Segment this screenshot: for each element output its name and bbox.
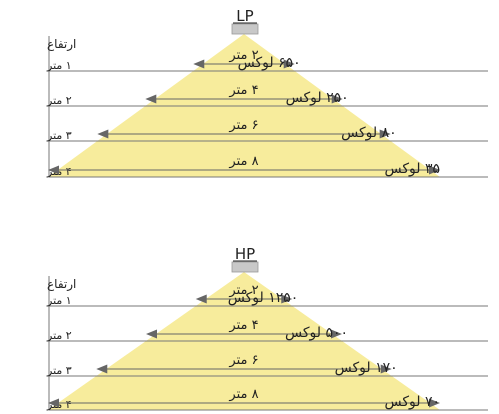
arrowhead-icon: [96, 364, 108, 374]
width-label: ۶ متر: [228, 353, 258, 368]
arrowhead-icon: [429, 165, 440, 175]
lux-label: ۱۷۰ لوکس: [335, 360, 398, 376]
arrowhead-icon: [145, 94, 157, 104]
arrowhead-icon: [146, 329, 157, 339]
height-label: ۱ متر: [46, 294, 72, 307]
arrowhead-icon: [48, 165, 59, 175]
lamp-icon: [231, 23, 259, 35]
lux-label: ۱۲۵۰ لوکس: [228, 290, 299, 306]
lux-label: ۵۰۰ لوکس: [285, 325, 348, 341]
width-label: ۴ متر: [228, 83, 258, 98]
height-title: ارتفاع: [47, 37, 76, 52]
arrowhead-icon: [429, 398, 440, 408]
height-label: ۳ متر: [46, 364, 72, 377]
height-label: ۲ متر: [46, 329, 72, 342]
lux-label: ۶۵۰ لوکس: [238, 55, 301, 71]
arrowhead-icon: [281, 294, 293, 304]
lux-label: ۲۵۰ لوکس: [286, 90, 349, 106]
arrowhead-icon: [331, 94, 343, 104]
arrowhead-icon: [331, 329, 342, 339]
lux-label: ۸۰ لوکس: [341, 125, 397, 141]
arrowhead-icon: [283, 59, 295, 69]
height-label: ۳ متر: [46, 129, 72, 142]
arrowhead-icon: [379, 129, 391, 139]
width-label: ۲ متر: [228, 48, 258, 63]
lamp-label: LP: [236, 7, 253, 25]
lux-label: ۷۰ لوکس: [384, 394, 440, 410]
arrowhead-icon: [195, 294, 207, 304]
width-label: ۸ متر: [228, 387, 258, 402]
width-label: ۴ متر: [228, 318, 258, 333]
height-label: ۱ متر: [46, 59, 72, 72]
height-label: ۲ متر: [46, 94, 72, 107]
arrowhead-icon: [97, 129, 109, 139]
arrowhead-icon: [380, 364, 392, 374]
width-label: ۸ متر: [228, 154, 258, 169]
height-title: ارتفاع: [47, 277, 76, 292]
width-label: ۲ متر: [228, 283, 258, 298]
lamp-label: HP: [235, 245, 255, 263]
width-label: ۶ متر: [228, 118, 258, 133]
lux-label: ۳۵ لوکس: [384, 161, 440, 177]
arrowhead-icon: [48, 398, 59, 408]
arrowhead-icon: [193, 59, 205, 69]
lamp-icon: [231, 261, 259, 273]
